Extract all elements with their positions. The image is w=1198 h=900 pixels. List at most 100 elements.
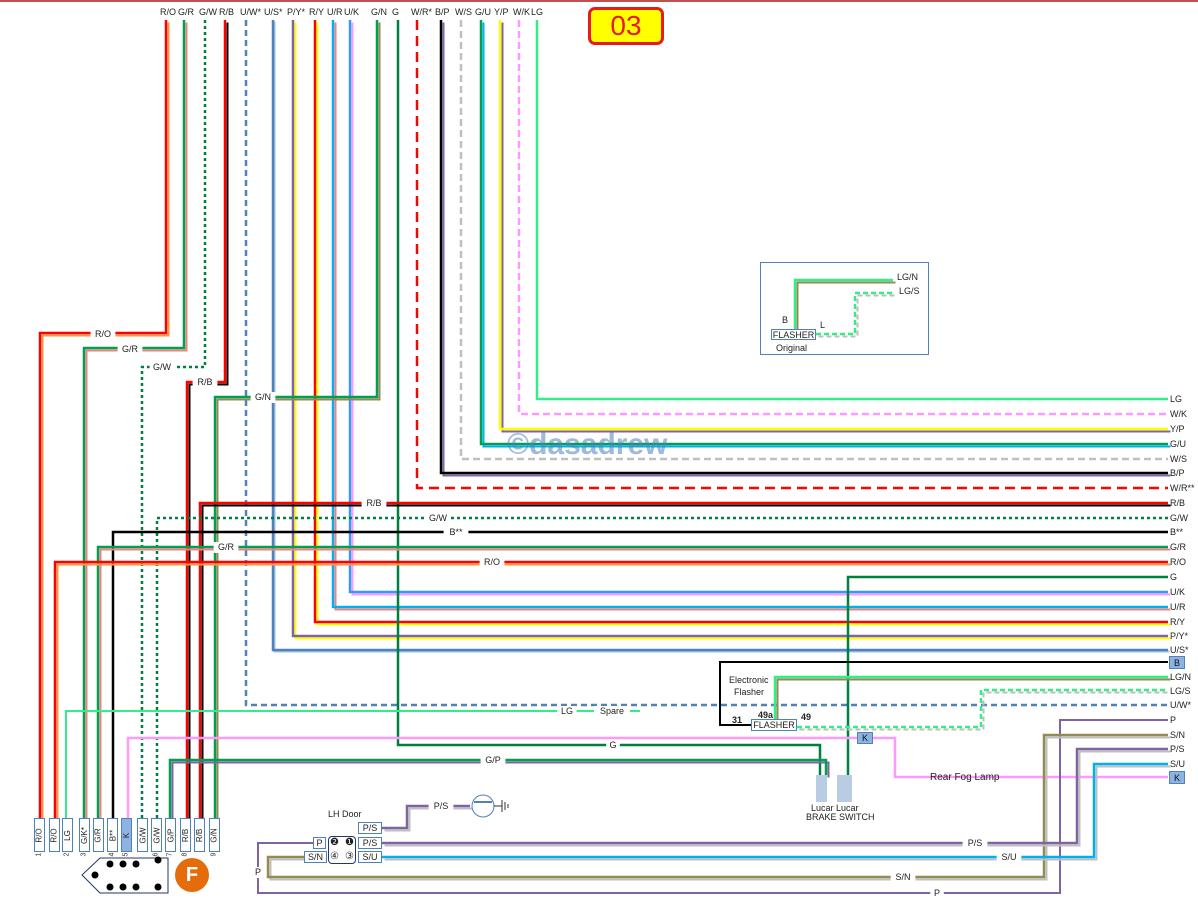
brake-switch-terminal-1 bbox=[816, 775, 827, 802]
brake-switch-label: BRAKE SWITCH bbox=[806, 812, 875, 822]
top-label-18: LG bbox=[531, 7, 543, 17]
wire-bss-mid bbox=[111, 530, 1168, 820]
flasher-pin-l: L bbox=[820, 320, 826, 330]
inset-label-lgn: LG/N bbox=[897, 272, 919, 282]
lh-door-su: S/U bbox=[358, 851, 382, 863]
right-label-9: B** bbox=[1170, 527, 1184, 537]
wire-ur bbox=[331, 20, 1168, 609]
inset-label-lgs: LG/S bbox=[899, 286, 920, 296]
label-gw-mid: G/W bbox=[429, 513, 448, 523]
connector-pin-3: LG bbox=[62, 818, 73, 852]
wire-gn-trace bbox=[216, 22, 381, 823]
flasher-original-box: FLASHER bbox=[771, 329, 816, 340]
wire-ry-trace bbox=[316, 22, 1171, 626]
flasher-original-inset bbox=[760, 262, 929, 355]
wire-gp-trace bbox=[171, 761, 830, 823]
label-gr-mid: G/R bbox=[218, 542, 235, 552]
right-label-21: U/W* bbox=[1170, 700, 1191, 710]
top-label-9: U/K bbox=[344, 7, 359, 17]
lh-door-title: LH Door bbox=[328, 809, 362, 819]
connector-pin-number: 2 bbox=[63, 852, 71, 857]
k-connector-box: K bbox=[857, 732, 873, 744]
connector-pin-2: R/O bbox=[49, 818, 60, 852]
label-ro-mid-bg bbox=[479, 557, 505, 568]
top-label-14: W/S bbox=[455, 7, 472, 17]
label-spare: Spare bbox=[600, 706, 624, 716]
right-label-2: Y/P bbox=[1170, 424, 1185, 434]
top-label-16: Y/P bbox=[494, 7, 509, 17]
electronic-flasher-subtitle: Flasher bbox=[734, 687, 765, 697]
connector-f-socket bbox=[119, 860, 127, 868]
wire-ro-trace bbox=[41, 22, 170, 823]
connector-pin-number: 6 bbox=[152, 852, 160, 857]
right-label-17: U/S* bbox=[1170, 645, 1189, 655]
wire-sn-loop bbox=[266, 733, 1168, 879]
wire-gw-mid bbox=[155, 516, 1168, 820]
connector-pin-number: 5 bbox=[122, 852, 130, 857]
wire-wk bbox=[517, 20, 1168, 416]
right-label-14: U/R bbox=[1170, 602, 1186, 612]
wire-wr bbox=[415, 20, 1168, 490]
flasher-original-caption: Original bbox=[776, 343, 808, 353]
right-label-5: B/P bbox=[1170, 468, 1185, 478]
top-label-10: G/N bbox=[371, 7, 387, 17]
pin-49: 49 bbox=[801, 712, 812, 722]
label-ps-top: P/S bbox=[434, 801, 449, 811]
label-bss-mid: B** bbox=[449, 527, 463, 537]
connector-f-socket bbox=[132, 883, 140, 891]
electronic-flasher-box: FLASHER bbox=[751, 719, 797, 731]
wire-bp-trace bbox=[442, 22, 1171, 477]
pin-49a: 49a bbox=[758, 710, 774, 720]
label-ps-bottom: P/S bbox=[968, 838, 983, 848]
right-label-6: W/R** bbox=[1170, 483, 1195, 493]
label-gr-mid-bg bbox=[213, 542, 239, 553]
label-ps-top-bg bbox=[428, 801, 454, 812]
lh-door-pin3: ③ bbox=[345, 851, 354, 862]
label-ro-left-bg bbox=[90, 329, 116, 340]
b-connector-box: B bbox=[1169, 656, 1185, 669]
label-gw-mid-bg bbox=[425, 513, 451, 524]
right-label-22: P bbox=[1170, 715, 1176, 725]
top-label-17: W/K bbox=[513, 7, 530, 17]
wire-gr-mid bbox=[96, 545, 1168, 820]
label-sn-bottom-bg bbox=[890, 872, 916, 883]
right-label-20: LG/S bbox=[1170, 686, 1191, 696]
connector-f-socket bbox=[91, 871, 99, 879]
top-label-4: U/W* bbox=[240, 7, 261, 17]
wire-su-loop-trace bbox=[384, 765, 1171, 861]
wire-gr-mid-trace bbox=[99, 548, 1171, 823]
rear-fog-lamp-label: Rear Fog Lamp bbox=[930, 772, 1000, 783]
top-label-8: U/R bbox=[327, 7, 343, 17]
right-label-10: G/R bbox=[1170, 542, 1187, 552]
connector-pin-12: R/B bbox=[194, 818, 205, 852]
right-label-24: P/S bbox=[1170, 744, 1185, 754]
connector-pin-number: 8 bbox=[181, 852, 189, 857]
wire-ur-trace bbox=[334, 22, 1171, 611]
connector-pin-number: 9 bbox=[210, 852, 218, 857]
label-rb-left: R/B bbox=[197, 377, 212, 387]
brake-switch-terminal-2 bbox=[837, 775, 852, 802]
top-label-12: W/R* bbox=[411, 7, 432, 17]
courtesy-lamp-icon bbox=[471, 794, 495, 818]
connector-pin-1: R/O bbox=[34, 818, 45, 852]
connector-pin-9: G/W bbox=[151, 818, 162, 852]
label-gp-mid-bg bbox=[480, 755, 506, 766]
right-label-8: G/W bbox=[1170, 513, 1189, 523]
wire-b-flasher bbox=[719, 661, 1168, 726]
right-label-23: S/N bbox=[1170, 730, 1185, 740]
flasher-pin-b: B bbox=[782, 315, 789, 325]
label-lg-spare-bg bbox=[557, 706, 577, 717]
top-label-5: U/S* bbox=[264, 7, 283, 17]
top-label-1: G/R bbox=[178, 7, 195, 17]
right-label-25: S/U bbox=[1170, 759, 1185, 769]
label-p-left: P bbox=[255, 867, 261, 877]
wire-ro-mid bbox=[53, 560, 1168, 820]
label-sn-bottom: S/N bbox=[895, 872, 910, 882]
label-su-bottom-bg bbox=[996, 852, 1022, 863]
right-label-13: U/K bbox=[1170, 587, 1185, 597]
label-rb-mid: R/B bbox=[366, 498, 381, 508]
wire-lgn-flasher bbox=[773, 675, 1168, 719]
wire-ps-loop bbox=[382, 747, 1168, 845]
right-label-3: G/U bbox=[1170, 439, 1186, 449]
